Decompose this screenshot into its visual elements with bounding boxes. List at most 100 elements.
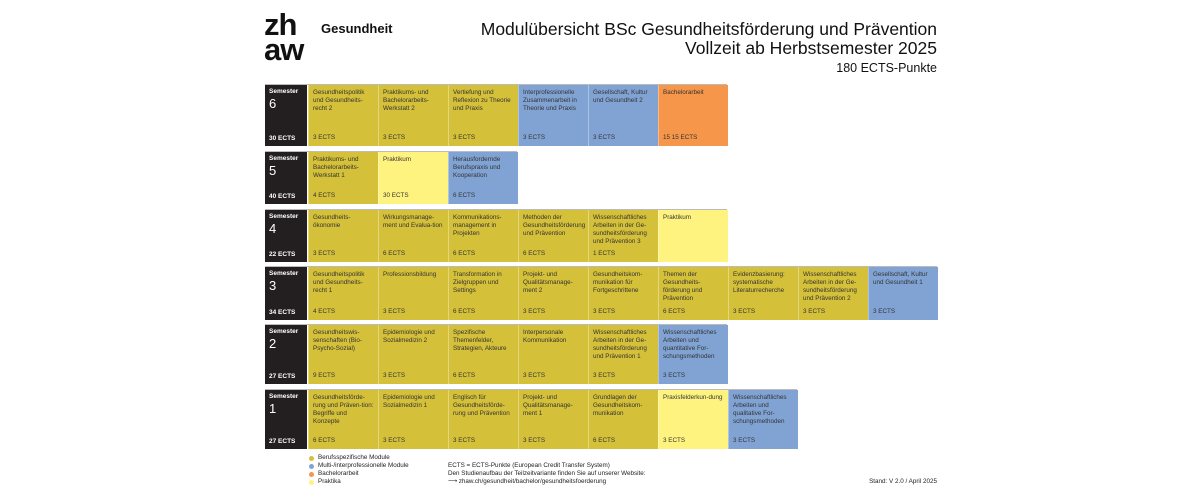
module-cell[interactable]: Epidemiologie und Sozialmedizin 1 3 ECTS [378,390,448,449]
page-title: Modulübersicht BSc Gesundheitsförderung … [480,19,937,76]
module-cell[interactable]: Gesellschaft, Kultur und Gesundheit 2 3 … [588,85,658,146]
legend-item: Multi-/interprofessionelle Module [309,462,409,470]
module-cell[interactable]: Wissenschaftliches Arbeiten und qualitat… [728,390,798,449]
module-name: Projekt- und Qualitätsmanage-ment 1 [523,394,573,417]
module-cell[interactable]: Spezifische Themenfelder, Strategien, Ak… [448,325,518,384]
module-cell[interactable]: Wissenschaftliches Arbeiten in der Ge-su… [798,267,868,320]
module-ects: 3 ECTS [453,134,476,141]
module-name: Praktikum [663,214,691,221]
module-ects: 6 ECTS [453,372,476,379]
module-cell[interactable]: Wissenschaftliches Arbeiten und quantita… [658,325,728,384]
module-cell[interactable]: Praktikum [658,210,728,262]
module-cell[interactable]: Bachelorarbeit 15 15 ECTS [658,85,728,146]
module-name: Themen der Gesundheits-förderung und Prä… [663,271,703,302]
module-ects: 3 ECTS [453,437,476,444]
legend-item: Bachelorarbeit [309,470,409,478]
legend-item: Praktika [309,478,409,486]
module-cell[interactable]: Englisch für Gesundheitsförde-rung und P… [448,390,518,449]
module-name: Herausfordernde Berufspraxis und Koopera… [453,156,501,179]
module-cell[interactable]: Gesundheitskom-munikation für Fortgeschr… [588,267,658,320]
ects-note: ECTS = ECTS-Punkte (European Credit Tran… [448,462,610,469]
module-cell[interactable]: Transformation in Zielgruppen und Settin… [448,267,518,320]
module-name: Gesellschaft, Kultur und Gesundheit 2 [593,89,648,104]
module-cell[interactable]: Wissenschaftliches Arbeiten in der Ge-su… [588,325,658,384]
module-cell[interactable]: Projekt- und Qualitätsmanage-ment 2 3 EC… [518,267,588,320]
module-ects: 6 ECTS [453,192,476,199]
module-ects: 6 ECTS [383,250,406,257]
legend-dot-icon [309,455,314,461]
module-ects: 3 ECTS [593,134,616,141]
module-cell[interactable]: Praktikums- und Bachelorarbeits-Werkstat… [378,85,448,146]
module-ects: 3 ECTS [383,134,406,141]
module-cell[interactable]: Kommunikations-management in Projekten 6… [448,210,518,262]
module-name: Wissenschaftliches Arbeiten in der Ge-su… [803,271,857,302]
semester-word: Semester [269,328,299,335]
semester-row: Semester 6 30 ECTS Gesundheitspolitik un… [265,84,728,146]
module-cell[interactable]: Praktikum 30 ECTS [378,152,448,204]
module-ects: 3 ECTS [523,134,546,141]
title-line-1: Modulübersicht BSc Gesundheitsförderung … [480,19,937,39]
module-name: Methoden der Gesundheitsförderung und Pr… [523,214,586,237]
module-cell[interactable]: Interpersonale Kommunikation 3 ECTS [518,325,588,384]
module-cell[interactable]: Gesundheitsförde-rung und Präven-tion: B… [308,390,378,449]
module-cell[interactable]: Praxisfelderkun-dung 3 ECTS [658,390,728,449]
module-name: Praktikums- und Bachelorarbeits-Werkstat… [383,89,429,112]
module-cell[interactable]: Gesundheits-ökonomie 3 ECTS [308,210,378,262]
module-cell[interactable]: Professionsbildung 3 ECTS [378,267,448,320]
module-name: Evidenzbasierung: systematische Literatu… [733,271,785,294]
version-stand: Stand: V 2.0 / April 2025 [869,478,937,485]
legend-dot-icon [309,471,314,477]
module-name: Epidemiologie und Sozialmedizin 1 [383,394,435,409]
department-name: Gesundheit [321,21,393,36]
module-cell[interactable]: Projekt- und Qualitätsmanage-ment 1 3 EC… [518,390,588,449]
module-cell[interactable]: Gesundheitspolitik und Gesundheits-recht… [308,85,378,146]
module-name: Praxisfelderkun-dung [663,394,723,401]
semester-label: Semester 2 27 ECTS [265,325,307,384]
module-name: Wirkungsmanage-ment und Evalua-tion [383,214,443,229]
semester-label: Semester 6 30 ECTS [265,85,307,146]
module-cell[interactable]: Grundlagen der Gesundheitskom-munikation… [588,390,658,449]
module-ects: 6 ECTS [313,437,336,444]
module-cell[interactable]: Gesellschaft, Kultur und Gesundheit 1 3 … [868,267,938,320]
module-name: Bachelorarbeit [663,89,704,96]
module-name: Praktikum [383,156,411,163]
semester-row: Semester 1 27 ECTS Gesundheitsförde-rung… [265,389,798,449]
module-ects: 3 ECTS [313,250,336,257]
module-cell[interactable]: Epidemiologie und Sozialmedizin 2 3 ECTS [378,325,448,384]
module-cell[interactable]: Gesundheitswis-senschaften (Bio-Psycho-S… [308,325,378,384]
module-cell[interactable]: Gesundheitspolitik und Gesundheits-recht… [308,267,378,320]
module-cell[interactable]: Methoden der Gesundheitsförderung und Pr… [518,210,588,262]
semester-ects: 34 ECTS [269,309,296,316]
module-ects: 3 ECTS [873,308,896,315]
module-cell[interactable]: Wirkungsmanage-ment und Evalua-tion 6 EC… [378,210,448,262]
module-cell[interactable]: Praktikums- und Bachelorarbeits-Werkstat… [308,152,378,204]
module-name: Spezifische Themenfelder, Strategien, Ak… [453,329,507,352]
semester-word: Semester [269,88,299,95]
module-cell[interactable]: Wissenschaftliches Arbeiten in der Ge-su… [588,210,658,262]
module-ects: 3 ECTS [733,437,756,444]
module-cell[interactable]: Interprofessionelle Zusammenarbeit in Th… [518,85,588,146]
legend-label: Berufsspezifische Module [318,454,390,461]
semester-number: 5 [269,163,277,178]
module-name: Gesundheitspolitik und Gesundheits-recht… [313,89,365,112]
module-ects: 3 ECTS [663,437,686,444]
module-name: Interprofessionelle Zusammenarbeit in Th… [523,89,577,112]
module-name: Epidemiologie und Sozialmedizin 2 [383,329,435,344]
module-cell[interactable]: Themen der Gesundheits-förderung und Prä… [658,267,728,320]
module-name: Wissenschaftliches Arbeiten und quantita… [663,329,717,360]
module-cell[interactable]: Vertiefung und Reflexion zu Theorie und … [448,85,518,146]
module-ects: 3 ECTS [523,437,546,444]
module-cell[interactable]: Herausfordernde Berufspraxis und Koopera… [448,152,518,204]
website-note: Den Studienaufbau der Teilzeitvariante f… [448,470,646,477]
semester-number: 3 [269,278,277,293]
module-ects: 4 ECTS [313,308,336,315]
module-name: Professionsbildung [383,271,437,278]
semester-number: 4 [269,221,277,236]
website-link[interactable]: ⟶ zhaw.ch/gesundheit/bachelor/gesundheit… [448,478,607,485]
semester-row: Semester 2 27 ECTS Gesundheitswis-sensch… [265,324,728,384]
semester-number: 1 [269,401,277,416]
module-cell[interactable]: Evidenzbasierung: systematische Literatu… [728,267,798,320]
module-ects: 3 ECTS [593,372,616,379]
semester-row: Semester 3 34 ECTS Gesundheitspolitik un… [265,266,938,320]
